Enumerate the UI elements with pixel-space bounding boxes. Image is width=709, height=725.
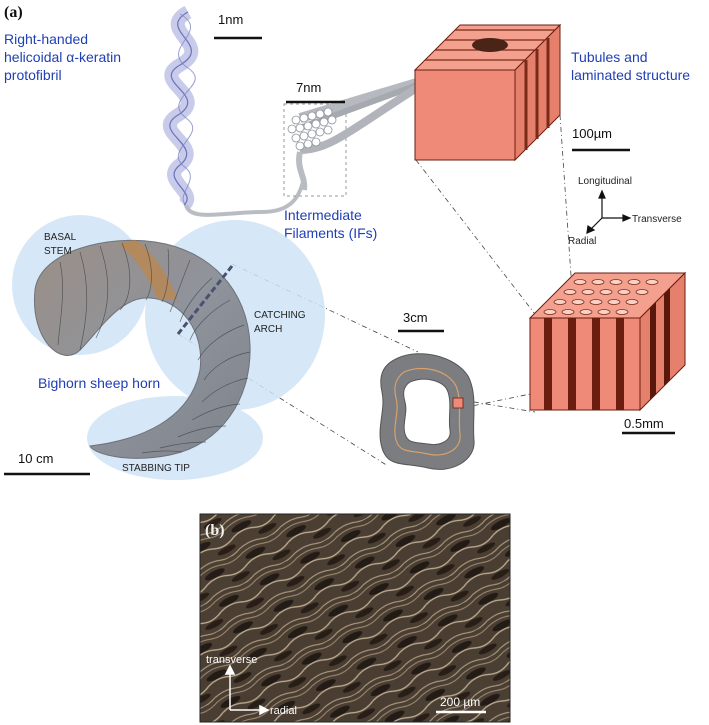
axis-longitudinal-label: Longitudinal: [578, 176, 632, 187]
scale-3cm-label: 3cm: [403, 310, 428, 325]
tubules-block: [528, 271, 687, 412]
catching-arch-label: CATCHING ARCH: [254, 310, 306, 335]
scale-10cm-label: 10 cm: [18, 451, 53, 466]
svg-text:laminated structure: laminated structure: [571, 67, 690, 83]
scale-200um-label: 200 µm: [440, 695, 480, 709]
axis-radial-label: Radial: [568, 236, 596, 247]
svg-text:helicoidal α-keratin: helicoidal α-keratin: [4, 49, 121, 65]
stabbing-tip-label: STABBING TIP: [122, 463, 190, 474]
micrograph-axes: [224, 664, 270, 716]
connector-lines: [177, 114, 573, 467]
intermediate-filaments-label: Intermediate Filaments (IFs): [284, 207, 377, 241]
axis-transverse-label: Transverse: [632, 214, 682, 225]
tubules-label: Tubules and laminated structure: [571, 49, 690, 83]
scale-1nm-label: 1nm: [218, 12, 243, 27]
panel-a-label: (a): [4, 4, 23, 21]
svg-text:Filaments (IFs): Filaments (IFs): [284, 225, 377, 241]
micrograph-radial-label: radial: [270, 705, 297, 717]
svg-text:Intermediate: Intermediate: [284, 207, 362, 223]
tubules-laminated-cube: [413, 23, 562, 162]
svg-text:STEM: STEM: [44, 246, 72, 257]
svg-text:CATCHING: CATCHING: [254, 310, 306, 321]
protofibril-label: Right-handed helicoidal α-keratin protof…: [4, 31, 121, 83]
scale-0-5mm-label: 0.5mm: [624, 416, 664, 431]
micrograph-panel: [199, 513, 511, 723]
scale-7nm-label: 7nm: [296, 80, 321, 95]
orientation-axes: [586, 189, 632, 234]
basal-stem-label: BASAL STEM: [44, 232, 77, 257]
svg-text:Tubules and: Tubules and: [571, 49, 648, 65]
micrograph-transverse-label: transverse: [206, 654, 257, 666]
horn-cross-section: [379, 353, 475, 470]
svg-text:ARCH: ARCH: [254, 324, 282, 335]
bighorn-horn-illustration: [12, 215, 325, 480]
scale-100um-label: 100µm: [572, 126, 612, 141]
intermediate-filaments-bundle: [283, 77, 423, 197]
svg-text:protofibril: protofibril: [4, 67, 62, 83]
svg-text:BASAL: BASAL: [44, 232, 77, 243]
svg-text:Right-handed: Right-handed: [4, 31, 88, 47]
panel-b-label: (b): [205, 522, 225, 539]
bighorn-title: Bighorn sheep horn: [38, 375, 160, 391]
protofibril-helix: [163, 5, 306, 217]
